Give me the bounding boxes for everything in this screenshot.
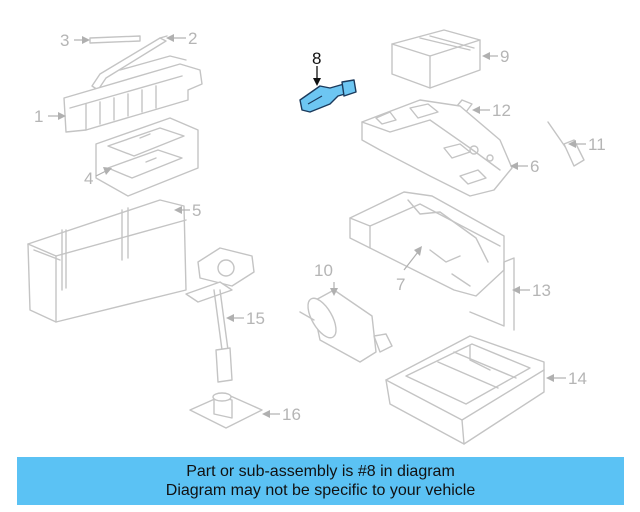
callout-5[interactable]: 5 bbox=[192, 201, 201, 220]
leader-lines bbox=[48, 34, 586, 418]
callout-1[interactable]: 1 bbox=[34, 107, 43, 126]
part-1-jack bbox=[63, 55, 203, 133]
callout-6[interactable]: 6 bbox=[530, 157, 539, 176]
part-9-box bbox=[391, 29, 481, 89]
part-6-foam-tray bbox=[361, 99, 513, 197]
part-10-cylinder bbox=[299, 289, 393, 363]
callout-15[interactable]: 15 bbox=[246, 309, 265, 328]
callout-4[interactable]: 4 bbox=[84, 169, 93, 188]
part-4-pads bbox=[95, 117, 199, 197]
callout-13[interactable]: 13 bbox=[532, 281, 551, 300]
part-13-rod bbox=[469, 257, 515, 331]
callout-8[interactable]: 8 bbox=[312, 49, 321, 68]
callout-9[interactable]: 9 bbox=[500, 47, 509, 66]
part-7-base-tray bbox=[349, 191, 505, 297]
part-16-block bbox=[189, 392, 263, 429]
callout-3[interactable]: 3 bbox=[60, 31, 69, 50]
callout-11[interactable]: 11 bbox=[588, 135, 606, 154]
info-banner: Part or sub-assembly is #8 in diagram Di… bbox=[17, 457, 624, 505]
callout-labels: 1 2 3 4 5 6 7 8 9 10 11 12 13 14 15 16 bbox=[34, 29, 606, 424]
part-8-wrench-highlighted[interactable] bbox=[299, 79, 357, 113]
part-11-screwdriver bbox=[547, 121, 585, 167]
banner-line-part-number: Part or sub-assembly is #8 in diagram bbox=[186, 463, 455, 480]
callout-12[interactable]: 12 bbox=[492, 101, 511, 120]
callout-2[interactable]: 2 bbox=[188, 29, 197, 48]
part-3-rod bbox=[89, 35, 141, 44]
part-15-stand bbox=[185, 247, 255, 383]
part-14-storage-box bbox=[385, 335, 545, 445]
callout-10[interactable]: 10 bbox=[314, 261, 333, 280]
parts-diagram: 1 2 3 4 5 6 7 8 9 10 11 12 13 14 15 16 bbox=[27, 29, 606, 445]
callout-14[interactable]: 14 bbox=[568, 369, 587, 388]
banner-line-disclaimer: Diagram may not be specific to your vehi… bbox=[165, 482, 476, 499]
callout-7[interactable]: 7 bbox=[396, 275, 405, 294]
callout-16[interactable]: 16 bbox=[282, 405, 301, 424]
part-5-tray bbox=[27, 199, 187, 323]
